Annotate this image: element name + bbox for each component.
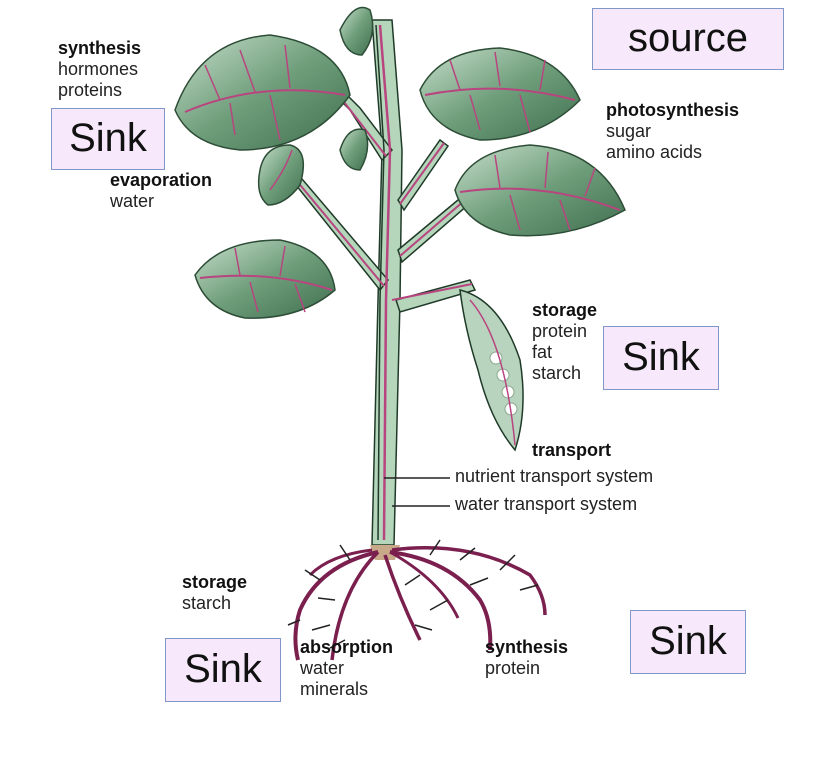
bud-top — [339, 6, 374, 56]
absorption-title: absorption — [300, 637, 393, 657]
synthesis-bottom-line-1: protein — [485, 658, 541, 678]
sink-box-mid-right: Sink — [603, 326, 719, 390]
water-transport-label: water transport system — [455, 494, 638, 514]
synthesis-top-line-2: proteins — [58, 80, 123, 100]
synthesis-top-line-1: hormones — [58, 59, 139, 79]
storage-upper-label: storage protein fat starch — [532, 300, 597, 384]
leaf-upper-right — [419, 47, 581, 141]
sink-box-bottom-right: Sink — [630, 610, 746, 674]
transport-title: transport — [532, 440, 612, 460]
synthesis-bottom-label: synthesis protein — [485, 637, 568, 679]
synthesis-top-title: synthesis — [58, 38, 142, 58]
source-box: source — [592, 8, 784, 70]
sink-box-bottom-left: Sink — [165, 638, 281, 702]
leaf-small-left — [257, 144, 305, 206]
leaf-left-lower — [194, 239, 336, 319]
bud-mid — [339, 128, 369, 171]
sink-box-top-left: Sink — [51, 108, 165, 170]
source-box-label: source — [627, 16, 749, 60]
storage-upper-line-3: starch — [532, 363, 582, 383]
photosynthesis-label: photosynthesis sugar amino acids — [606, 100, 739, 163]
nutrient-transport-label: nutrient transport system — [455, 466, 654, 486]
evaporation-title: evaporation — [110, 170, 213, 190]
absorption-line-2: minerals — [300, 679, 369, 699]
roots — [287, 539, 547, 661]
synthesis-bottom-title: synthesis — [485, 637, 569, 657]
transport-pointers — [384, 477, 450, 507]
absorption-label: absorption water minerals — [300, 637, 393, 700]
sink-box-bottom-right-label: Sink — [649, 619, 727, 663]
leaf-right — [454, 144, 626, 237]
photosynthesis-line-2: amino acids — [606, 142, 703, 162]
seed-pod — [459, 289, 524, 452]
storage-upper-line-2: fat — [532, 342, 553, 362]
synthesis-top-label: synthesis hormones proteins — [58, 38, 141, 101]
photosynthesis-line-1: sugar — [606, 121, 652, 141]
absorption-line-1: water — [300, 658, 345, 678]
sink-box-top-left-label: Sink — [69, 116, 147, 160]
transport-label: transport — [532, 440, 611, 461]
photosynthesis-title: photosynthesis — [606, 100, 740, 120]
sink-box-mid-right-label: Sink — [622, 335, 700, 379]
evaporation-line-1: water — [110, 191, 155, 211]
storage-lower-label: storage starch — [182, 572, 247, 614]
storage-lower-title: storage — [182, 572, 248, 592]
evaporation-label: evaporation water — [110, 170, 212, 212]
stem — [286, 19, 478, 546]
sink-box-bottom-left-label: Sink — [184, 647, 262, 691]
storage-lower-line-1: starch — [182, 593, 232, 613]
storage-upper-line-1: protein — [532, 321, 588, 341]
storage-upper-title: storage — [532, 300, 598, 320]
leaf-top-left — [174, 34, 351, 151]
